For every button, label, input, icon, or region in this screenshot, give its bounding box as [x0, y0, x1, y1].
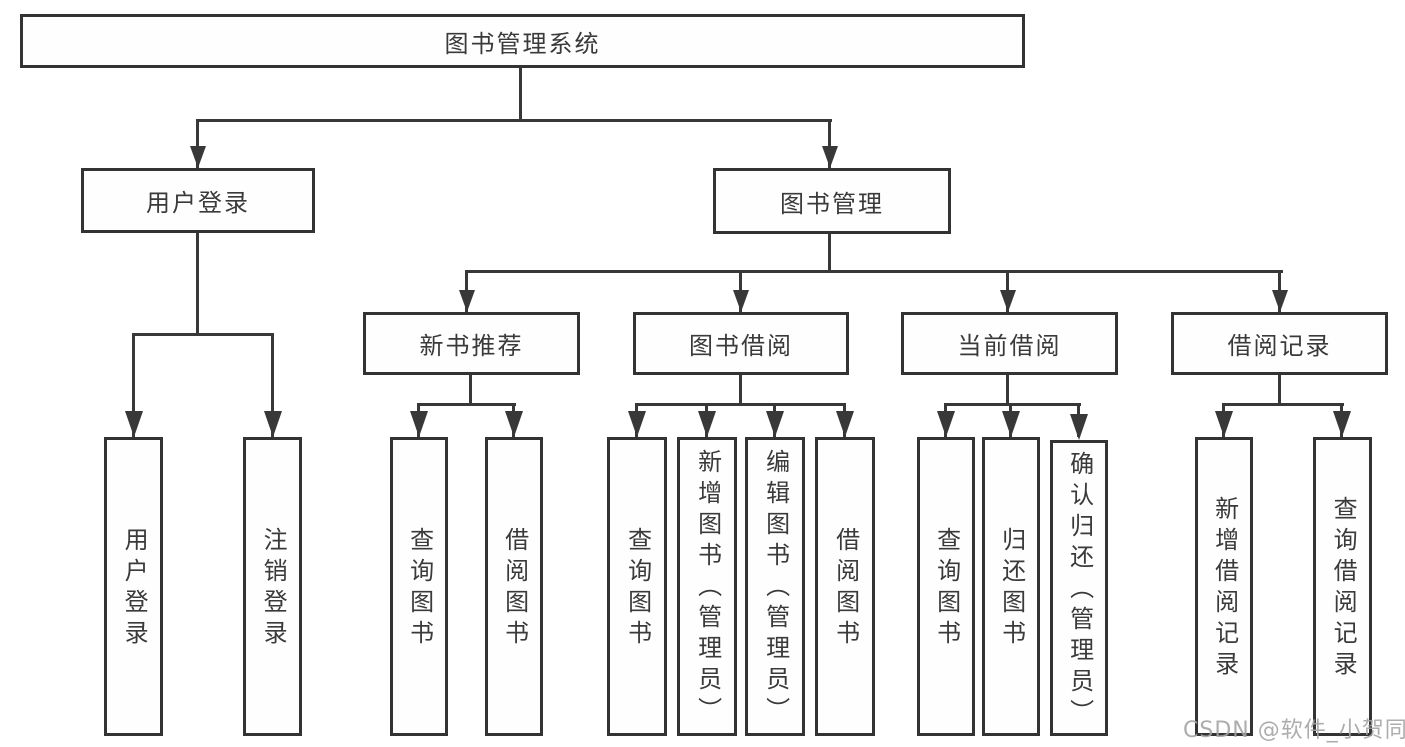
arrow-down-icon — [1215, 411, 1233, 437]
leaf-query-borrow-record: 查询借阅记录 — [1313, 437, 1372, 736]
connector-line — [828, 119, 831, 168]
leaf-borrow-books: 借阅图书 — [815, 437, 875, 736]
leaf-user-login: 用户登录 — [104, 437, 163, 736]
arrow-down-icon — [1000, 290, 1016, 312]
leaf-add-book-admin: 新增图书（管理员） — [677, 437, 737, 736]
leaf-borrow-books-recommend: 借阅图书 — [485, 437, 543, 736]
connector-line — [197, 119, 832, 122]
arrow-down-icon — [1070, 414, 1088, 440]
arrow-down-icon — [628, 411, 646, 437]
leaf-logout: 注销登录 — [243, 437, 302, 736]
connector-line — [828, 234, 831, 272]
arrow-down-icon — [766, 411, 784, 437]
arrow-down-icon — [1333, 411, 1351, 437]
connector-line — [1278, 375, 1281, 406]
arrow-down-icon — [733, 290, 749, 312]
arrow-down-icon — [264, 411, 282, 437]
leaf-query-books-borrow: 查询图书 — [607, 437, 667, 736]
arrow-down-icon — [410, 411, 428, 437]
node-book-management: 图书管理 — [713, 168, 951, 234]
arrow-down-icon — [1002, 411, 1020, 437]
leaf-return-books: 归还图书 — [982, 437, 1040, 736]
connector-line — [132, 333, 135, 437]
connector-line — [519, 68, 522, 121]
leaf-edit-book-admin: 编辑图书（管理员） — [745, 437, 805, 736]
connector-line — [944, 403, 1081, 406]
connector-line — [466, 270, 1283, 273]
connector-line — [1222, 403, 1344, 406]
node-borrow-records: 借阅记录 — [1171, 312, 1388, 375]
connector-line — [1006, 375, 1009, 406]
arrow-down-icon — [937, 411, 955, 437]
leaf-add-borrow-record: 新增借阅记录 — [1195, 437, 1253, 736]
node-book-borrow: 图书借阅 — [633, 312, 849, 375]
connector-line — [271, 333, 274, 437]
connector-line — [196, 119, 199, 168]
connector-line — [469, 375, 472, 406]
leaf-query-books-recommend: 查询图书 — [390, 437, 448, 736]
arrow-down-icon — [190, 146, 206, 168]
connector-line — [196, 233, 199, 336]
arrow-down-icon — [836, 411, 854, 437]
node-new-book-recommend: 新书推荐 — [363, 312, 580, 375]
arrow-down-icon — [505, 411, 523, 437]
leaf-query-books-current: 查询图书 — [917, 437, 975, 736]
connector-line — [133, 333, 274, 336]
leaf-confirm-return-admin: 确认归还（管理员） — [1050, 440, 1108, 736]
node-user-login: 用户登录 — [81, 168, 315, 233]
node-root-system: 图书管理系统 — [20, 14, 1025, 68]
connector-line — [739, 375, 742, 406]
arrow-down-icon — [822, 146, 838, 168]
arrow-down-icon — [1272, 290, 1288, 312]
node-current-borrow: 当前借阅 — [901, 312, 1118, 375]
connector-line — [635, 403, 846, 406]
arrow-down-icon — [459, 290, 475, 312]
arrow-down-icon — [698, 411, 716, 437]
connector-line — [417, 403, 516, 406]
csdn-watermark: CSDN @软件_小贺同学 — [1183, 718, 1405, 743]
arrow-down-icon — [125, 411, 143, 437]
